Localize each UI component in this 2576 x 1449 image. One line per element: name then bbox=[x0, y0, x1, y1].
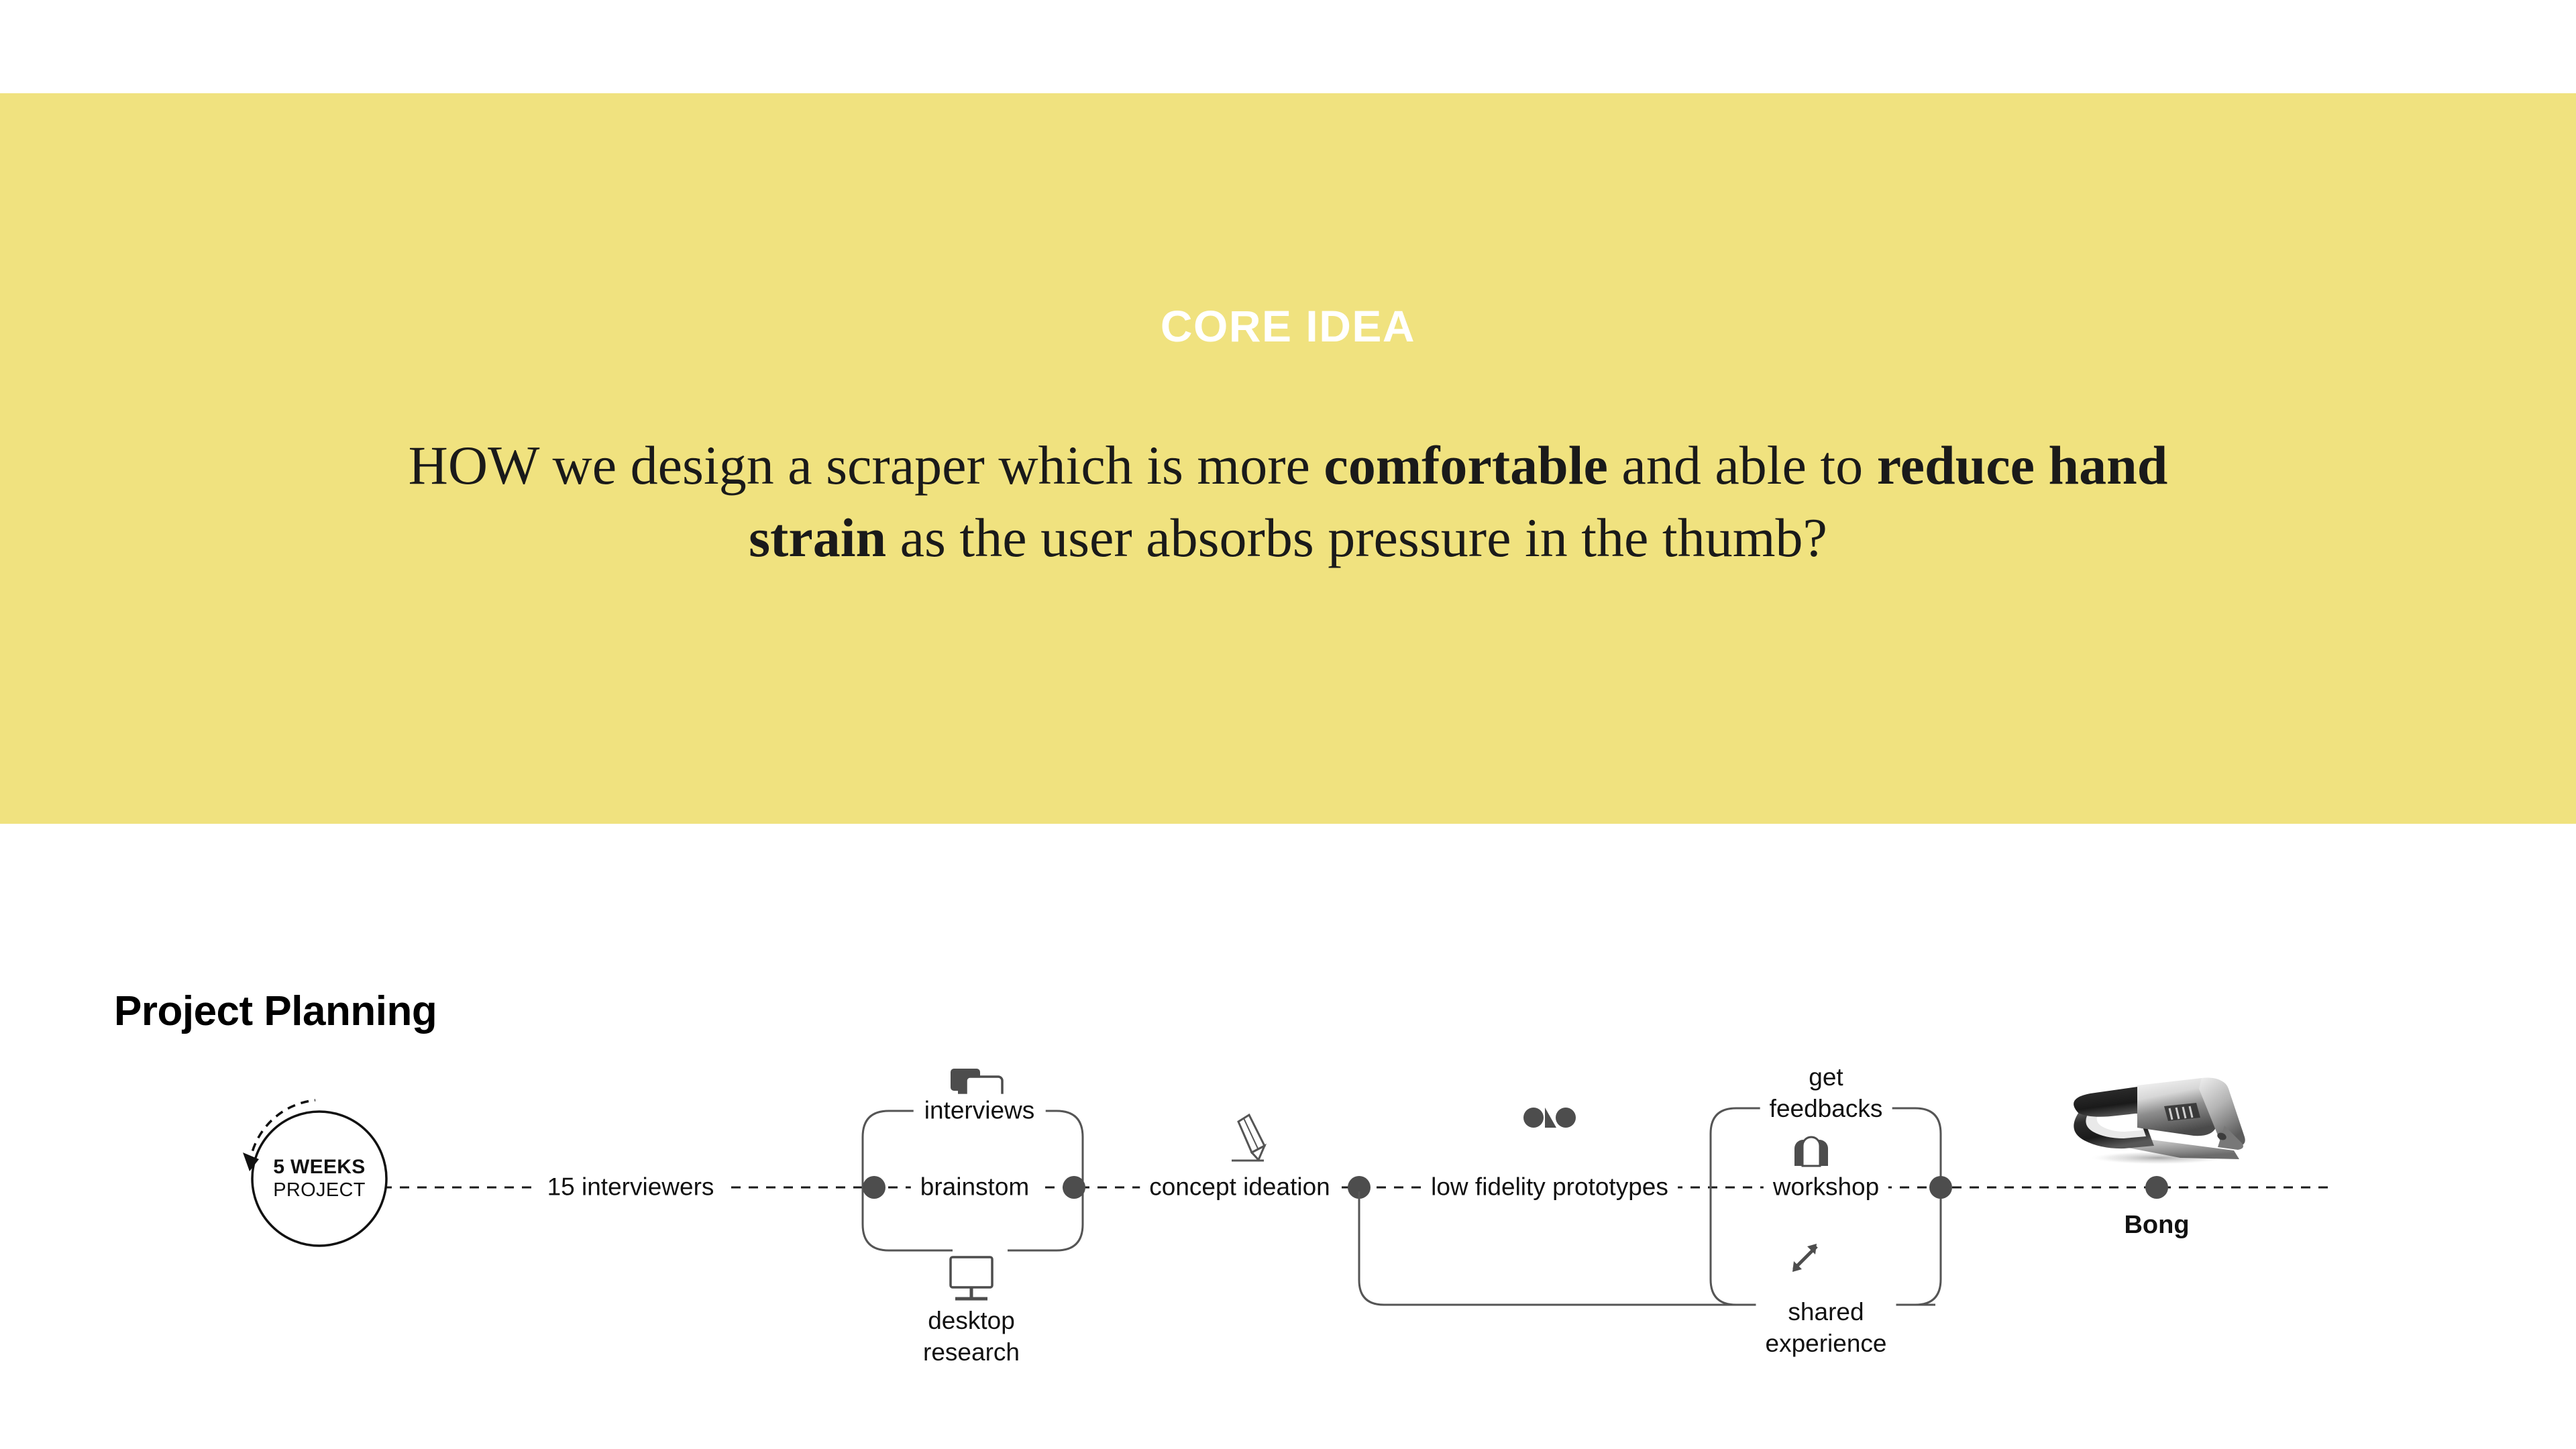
monitor-icon bbox=[949, 1256, 994, 1301]
question-highlight-reduce-hand-strain: reduce hand strain bbox=[749, 435, 2168, 569]
timeline-segment-label-interviewers: 15 interviewers bbox=[537, 1171, 724, 1203]
start-node-duration: 5 WEEKS bbox=[273, 1156, 366, 1179]
circular-arrow-icon bbox=[248, 1099, 316, 1165]
phase-workshop-bottom-label-line2: experience bbox=[1756, 1328, 1896, 1360]
question-segment-3: and able to bbox=[1607, 435, 1877, 496]
phase-research-bottom-label-line1: desktop bbox=[928, 1307, 1015, 1334]
product-label: Bong bbox=[2124, 1211, 2190, 1239]
page-title: Project Planning bbox=[114, 988, 437, 1034]
start-node-circle bbox=[251, 1110, 388, 1247]
expand-arrows-icon bbox=[1792, 1244, 1818, 1272]
start-node-subtitle: PROJECT bbox=[273, 1179, 366, 1201]
phase-workshop-bottom-label-line1: shared bbox=[1756, 1297, 1896, 1328]
phase-workshop-top-label-line2: feedbacks bbox=[1760, 1093, 1892, 1125]
timeline-segment-label-lofi-prototypes: low fidelity prototypes bbox=[1421, 1171, 1678, 1203]
question-highlight-comfortable: comfortable bbox=[1324, 435, 1608, 496]
workshop-phase-bracket-right bbox=[1837, 1107, 1942, 1306]
timeline-node-workshop-end bbox=[1929, 1176, 1952, 1199]
phase-workshop-bottom-label: shared experience bbox=[1756, 1297, 1896, 1360]
workshop-phase-bracket-left bbox=[1709, 1107, 1776, 1306]
timeline-segment-label-concept-ideation: concept ideation bbox=[1140, 1171, 1340, 1203]
question-segment-4: as the user absorbs pressure in the thum… bbox=[886, 507, 1827, 569]
pencil-icon bbox=[1232, 1113, 1267, 1162]
prototype-phase-bracket bbox=[1358, 1191, 1935, 1306]
question-segment-2: we design a scraper which is more bbox=[552, 435, 1324, 496]
research-phase-bracket bbox=[861, 1110, 953, 1252]
phase-workshop-top-label-line1: get bbox=[1760, 1062, 1892, 1093]
core-idea-title: CORE IDEA bbox=[1160, 301, 1416, 351]
timeline-node-brainstorm-start bbox=[863, 1176, 885, 1199]
phase-research-bottom-label: desktop research bbox=[923, 1305, 1020, 1368]
core-idea-band bbox=[0, 93, 2576, 824]
phase-research-top-label: interviews bbox=[913, 1093, 1046, 1128]
phase-workshop-top-label: get feedbacks bbox=[1760, 1062, 1892, 1125]
phase-research-bottom-label-line2: research bbox=[923, 1338, 1020, 1366]
shapes-icon bbox=[1523, 1108, 1576, 1128]
start-node-label: 5 WEEKS PROJECT bbox=[273, 1155, 365, 1202]
scraper-product-image bbox=[2074, 1077, 2245, 1165]
phase-research-center-label: brainstom bbox=[910, 1171, 1039, 1203]
people-icon bbox=[1794, 1136, 1828, 1167]
project-timeline-diagram bbox=[243, 1069, 2333, 1306]
timeline-node-concept-ideation bbox=[1348, 1176, 1371, 1199]
timeline-node-brainstorm-end bbox=[1063, 1176, 1085, 1199]
phase-workshop-center-label: workshop bbox=[1763, 1171, 1889, 1203]
question-segment-1: HOW bbox=[408, 435, 553, 496]
timeline-node-product bbox=[2145, 1176, 2168, 1199]
core-idea-question: HOW we design a scraper which is more co… bbox=[349, 429, 2227, 574]
circular-arrow-head bbox=[243, 1152, 259, 1171]
